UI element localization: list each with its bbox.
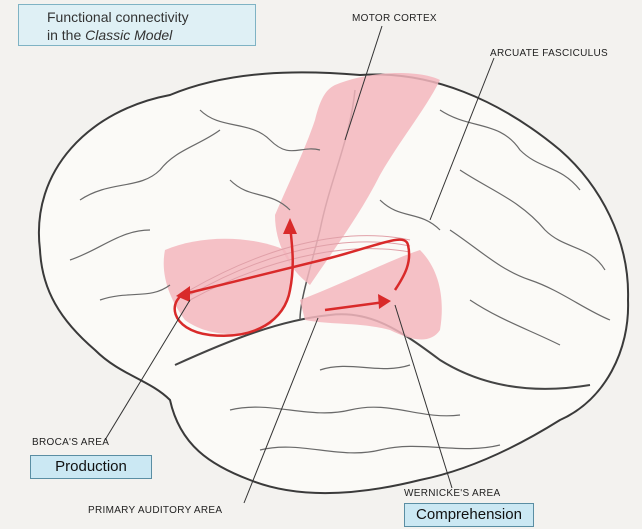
motor-cortex-label: MOTOR CORTEX xyxy=(352,13,437,24)
title-line-2-prefix: in the xyxy=(47,27,85,43)
brocas-area-label: BROCA'S AREA xyxy=(32,437,109,448)
primary-auditory-area-label: PRIMARY AUDITORY AREA xyxy=(88,505,222,516)
comprehension-tag: Comprehension xyxy=(404,503,534,527)
production-tag: Production xyxy=(30,455,152,479)
title-line-2: in the Classic Model xyxy=(47,26,255,44)
arcuate-fasciculus-label: ARCUATE FASCICULUS xyxy=(490,48,608,59)
wernickes-area-label: WERNICKE'S AREA xyxy=(404,488,500,499)
diagram-title: Functional connectivity in the Classic M… xyxy=(18,4,256,46)
title-line-2-italic: Classic Model xyxy=(85,27,172,43)
title-line-1: Functional connectivity xyxy=(47,8,255,26)
